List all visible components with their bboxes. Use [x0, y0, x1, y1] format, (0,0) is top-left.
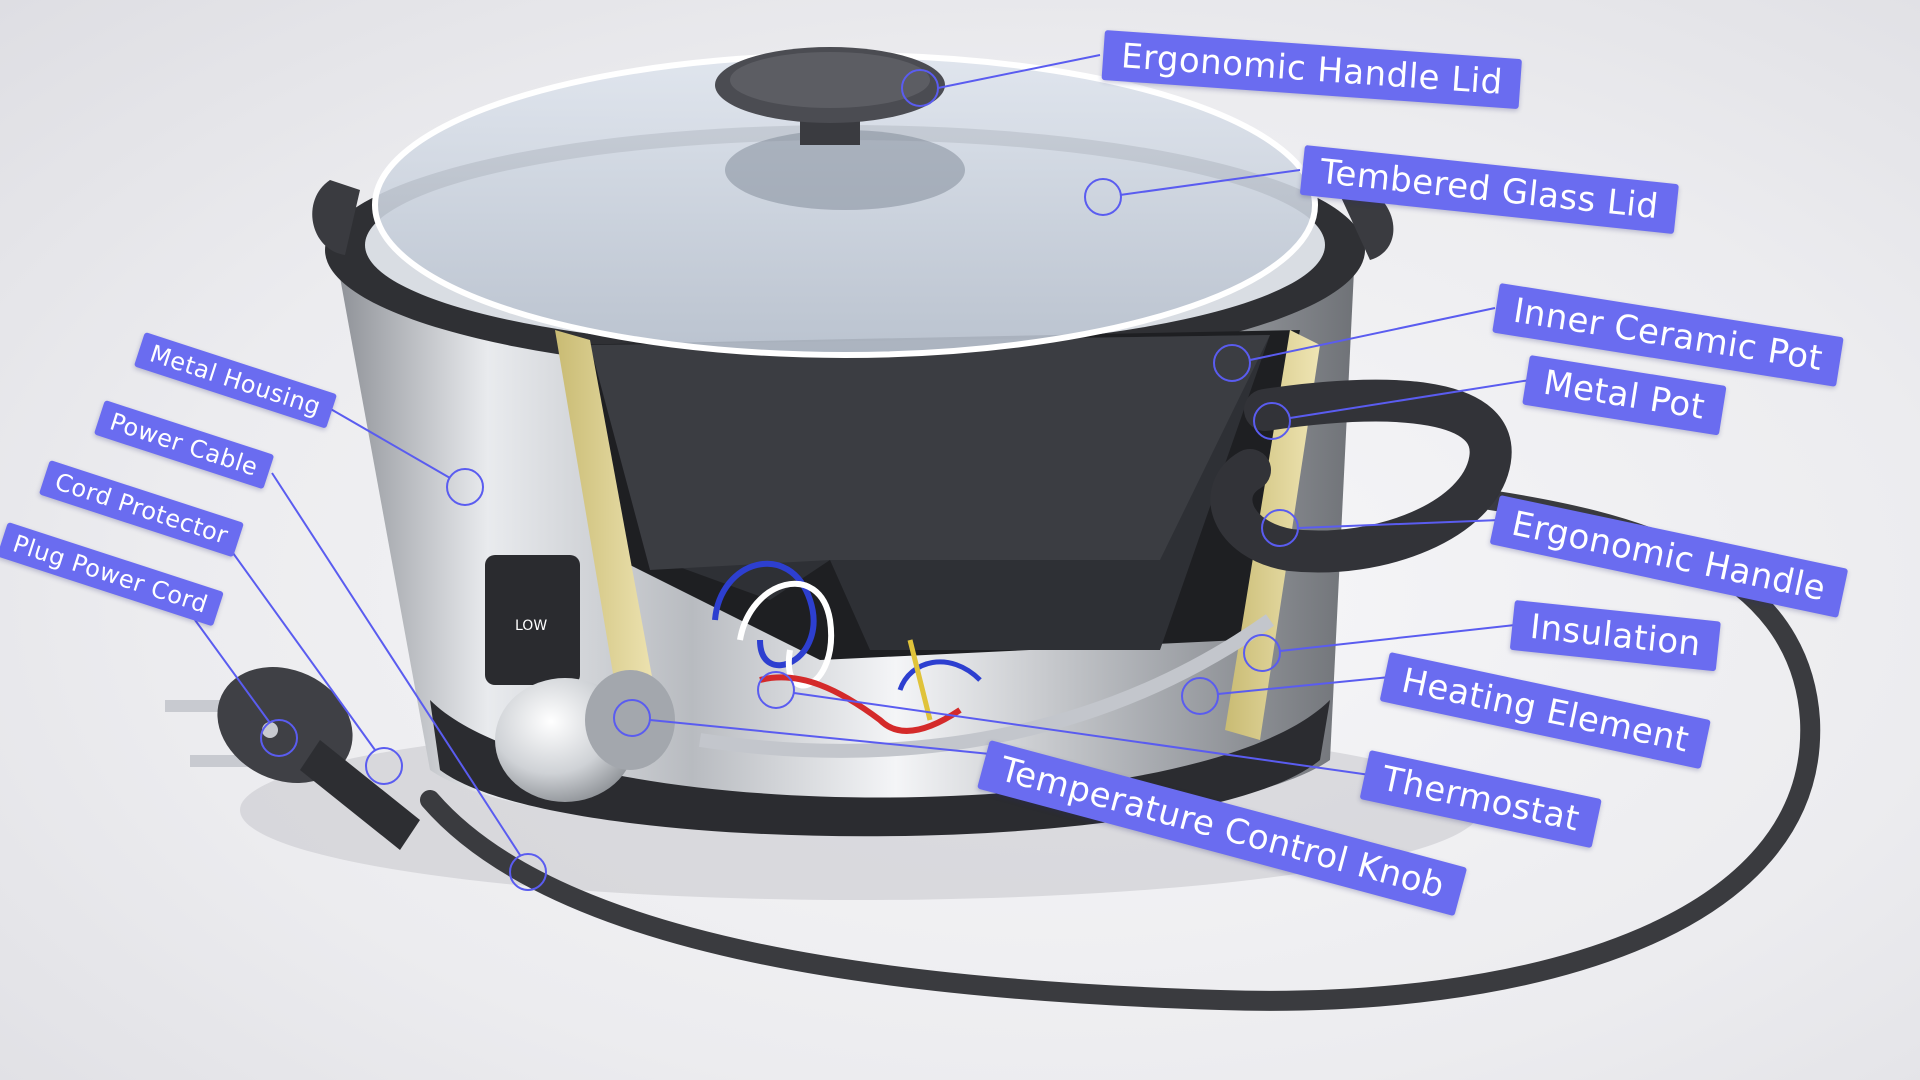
ergonomic-handle: [1210, 379, 1512, 573]
leader-lines: [194, 54, 1531, 891]
knob-marking-low: LOW: [515, 618, 547, 634]
insulation-left: [555, 330, 660, 720]
control-panel: [485, 555, 580, 685]
heating-element: [698, 614, 1275, 758]
